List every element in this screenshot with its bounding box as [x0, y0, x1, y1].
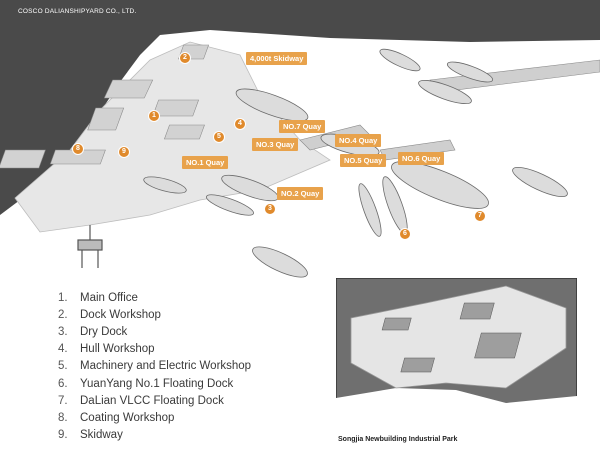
legend-label: Skidway	[80, 429, 123, 442]
legend: 1. Main Office 2. Dock Workshop 3. Dry Dock…	[58, 289, 251, 444]
building-machinery	[163, 124, 205, 140]
legend-number: 5.	[58, 360, 68, 373]
ship	[206, 194, 254, 216]
ship	[252, 246, 308, 278]
legend-label: Dock Workshop	[80, 308, 161, 321]
ship	[418, 79, 472, 105]
marker-1: 1	[148, 110, 160, 122]
ship	[143, 176, 187, 194]
marker-6: 6	[399, 228, 411, 240]
land-mass	[0, 0, 600, 215]
legend-label: Coating Workshop	[80, 411, 175, 424]
marker-7: 7	[474, 210, 486, 222]
legend-number: 6.	[58, 377, 68, 390]
marker-4: 4	[234, 118, 246, 130]
ship	[379, 48, 421, 72]
ship	[512, 166, 568, 198]
marker-8: 8	[72, 143, 84, 155]
ship	[391, 161, 489, 209]
legend-number: 1.	[58, 291, 68, 304]
inset-map	[336, 278, 577, 430]
ship	[446, 61, 494, 83]
legend-item: 4. Hull Workshop	[58, 341, 251, 358]
legend-item: 6. YuanYang No.1 Floating Dock	[58, 375, 251, 392]
legend-number: 7.	[58, 394, 68, 407]
legend-label: Hull Workshop	[80, 343, 155, 356]
legend-label: Main Office	[80, 291, 138, 304]
legend-number: 3.	[58, 325, 68, 338]
building-hull	[152, 99, 200, 117]
inset-building	[381, 317, 412, 331]
ship	[235, 88, 309, 122]
callout-skidway: 4,000t Skidway	[246, 52, 308, 65]
callout-quay3: NO.3 Quay	[252, 138, 299, 151]
legend-label: YuanYang No.1 Floating Dock	[80, 377, 234, 390]
callout-quay6: NO.6 Quay	[398, 152, 445, 165]
inset-building	[459, 302, 495, 320]
inset-building	[400, 357, 435, 373]
marker-9: 9	[118, 146, 130, 158]
legend-item: 2. Dock Workshop	[58, 306, 251, 323]
company-name: COSCO DALIANSHIPYARD CO., LTD.	[18, 8, 137, 15]
legend-number: 9.	[58, 429, 68, 442]
building-main-office	[87, 107, 125, 131]
legend-label: Dry Dock	[80, 325, 128, 338]
legend-label: Machinery and Electric Workshop	[80, 360, 252, 373]
callout-quay7: NO.7 Quay	[279, 120, 326, 133]
inset-water	[336, 388, 577, 430]
legend-item: 1. Main Office	[58, 289, 251, 306]
building-coating	[0, 149, 46, 169]
callout-quay5: NO.5 Quay	[340, 154, 387, 167]
callout-quay4: NO.4 Quay	[335, 134, 382, 147]
callout-quay2: NO.2 Quay	[277, 187, 324, 200]
callout-quay1: NO.1 Quay	[182, 156, 229, 169]
legend-item: 8. Coating Workshop	[58, 409, 251, 426]
offshore-rig-icon	[77, 225, 103, 268]
legend-item: 5. Machinery and Electric Workshop	[58, 358, 251, 375]
marker-5: 5	[213, 131, 225, 143]
legend-item: 3. Dry Dock	[58, 323, 251, 340]
legend-item: 7. DaLian VLCC Floating Dock	[58, 392, 251, 409]
marker-3: 3	[264, 203, 276, 215]
legend-label: DaLian VLCC Floating Dock	[80, 394, 224, 407]
legend-number: 2.	[58, 308, 68, 321]
building-workshop	[103, 79, 154, 99]
inset-building	[474, 332, 522, 359]
legend-number: 4.	[58, 343, 68, 356]
inset-caption: Songjia Newbuilding Industrial Park	[338, 436, 458, 443]
ship	[358, 183, 382, 237]
marker-2: 2	[179, 52, 191, 64]
legend-item: 9. Skidway	[58, 427, 251, 444]
legend-number: 8.	[58, 411, 68, 424]
